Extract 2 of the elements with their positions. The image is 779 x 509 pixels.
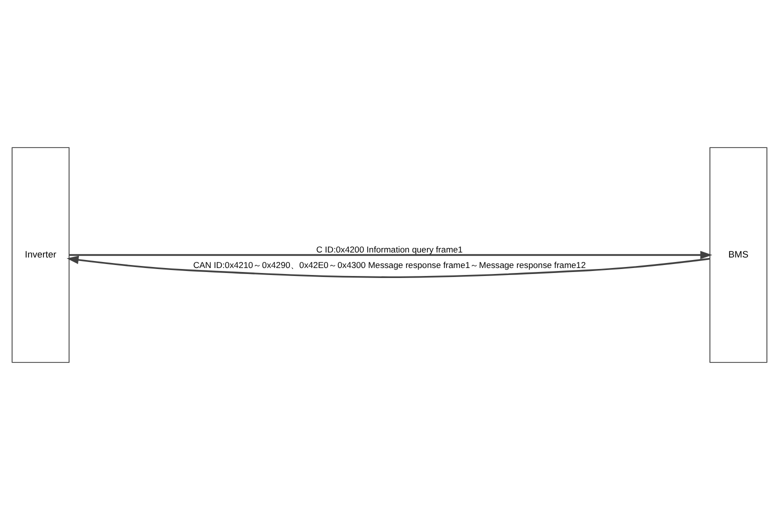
edge-label: CAN ID:0x4210～0x4290、0x42E0～0x4300 Message response frame1～Message response frame12	[193, 259, 586, 270]
edge-label: C ID:0x4200 Information query frame1	[316, 244, 463, 254]
